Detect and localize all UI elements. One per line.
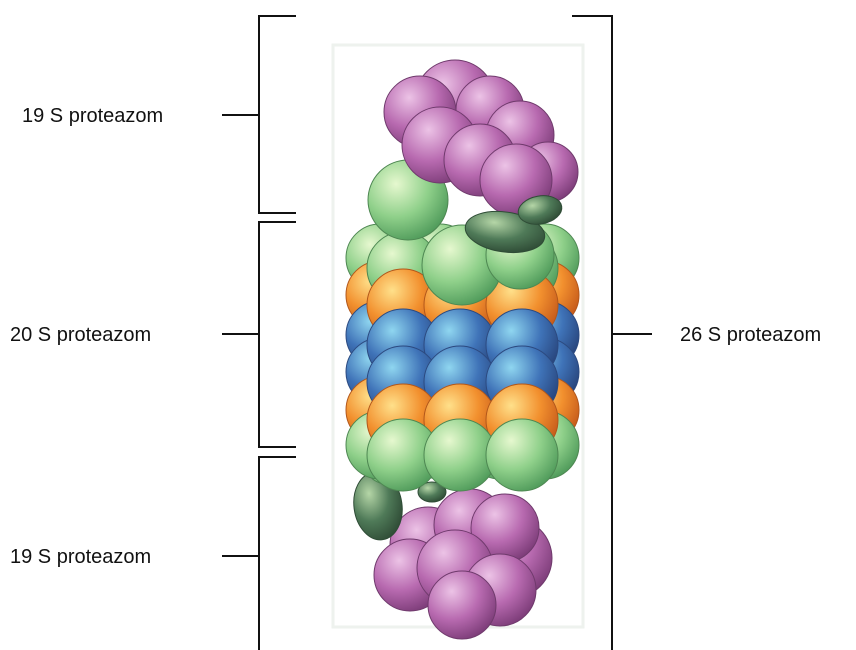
label-26s-proteasome: 26 S proteazom	[680, 324, 821, 346]
bottom-cap-sphere	[428, 571, 496, 639]
bottom-19s-bracket	[222, 457, 296, 650]
top-19s-bracket	[222, 16, 296, 213]
core-ring-sphere	[486, 419, 558, 491]
middle-20s-bracket	[222, 222, 296, 447]
core-ring-sphere	[424, 419, 496, 491]
label-20s-proteasome: 20 S proteazom	[10, 324, 151, 346]
label-bottom-19s-proteasome: 19 S proteazom	[10, 546, 151, 568]
label-top-19s-proteasome: 19 S proteazom	[22, 105, 163, 127]
